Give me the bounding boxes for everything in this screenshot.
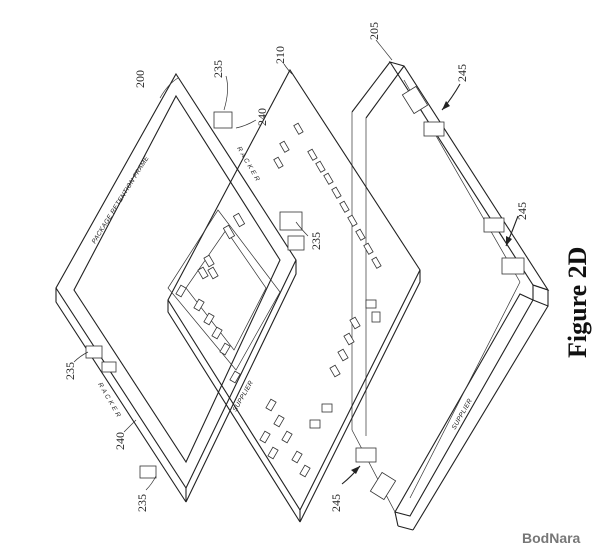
label-200: 200	[133, 70, 147, 88]
label-240-top: 240	[255, 108, 269, 126]
frame-retention-marking: PACKAGE RETENTION FRAME	[91, 155, 151, 245]
label-235-top: 235	[211, 60, 225, 78]
label-235-left: 235	[63, 362, 77, 380]
label-235-bottom: 235	[135, 494, 149, 512]
watermark: BodNara	[522, 530, 581, 546]
leader-lines	[73, 39, 519, 491]
label-245-top: 245	[455, 64, 469, 82]
rack-marking-left: R A C K E R	[96, 382, 122, 419]
frame-supplier-marking: SUPPLIER	[232, 380, 255, 413]
tray-supplier-marking: SUPPLIER	[451, 398, 474, 431]
tray-205: SUPPLIER	[351, 61, 550, 531]
label-210: 210	[273, 46, 287, 64]
rack-marking-top: R A C K E R	[235, 146, 261, 183]
label-205: 205	[367, 22, 381, 40]
label-245-bottom: 245	[329, 494, 343, 512]
substrate-210	[167, 68, 421, 523]
reference-labels: 200 235 240 210 205 245 235 245 235 240 …	[63, 22, 529, 512]
label-245-mid: 245	[515, 202, 529, 220]
component-pads	[259, 122, 382, 478]
figure-title: Figure 2D	[563, 247, 592, 358]
label-235-mid: 235	[309, 232, 323, 250]
label-240-left: 240	[113, 432, 127, 450]
